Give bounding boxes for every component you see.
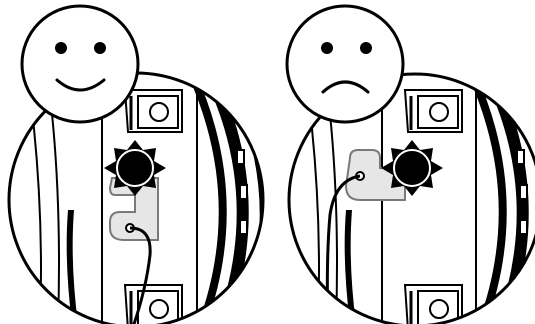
smiley-face-icon	[20, 4, 140, 124]
panel-incorrect	[285, 4, 535, 324]
sensor-cable-left	[129, 226, 152, 324]
mount-tab-top-right	[403, 89, 463, 133]
sensor-knob-left	[104, 140, 166, 196]
sensor-knob-right	[381, 140, 443, 196]
detail-circle-right-outline	[287, 72, 535, 324]
mount-tab-bottom-right	[403, 284, 463, 324]
mount-tab-top	[123, 89, 183, 133]
sad-face-icon	[285, 4, 405, 124]
sensor-bracket-vertical	[108, 177, 159, 241]
panel-correct	[7, 4, 265, 324]
mount-tab-bottom	[123, 284, 183, 324]
